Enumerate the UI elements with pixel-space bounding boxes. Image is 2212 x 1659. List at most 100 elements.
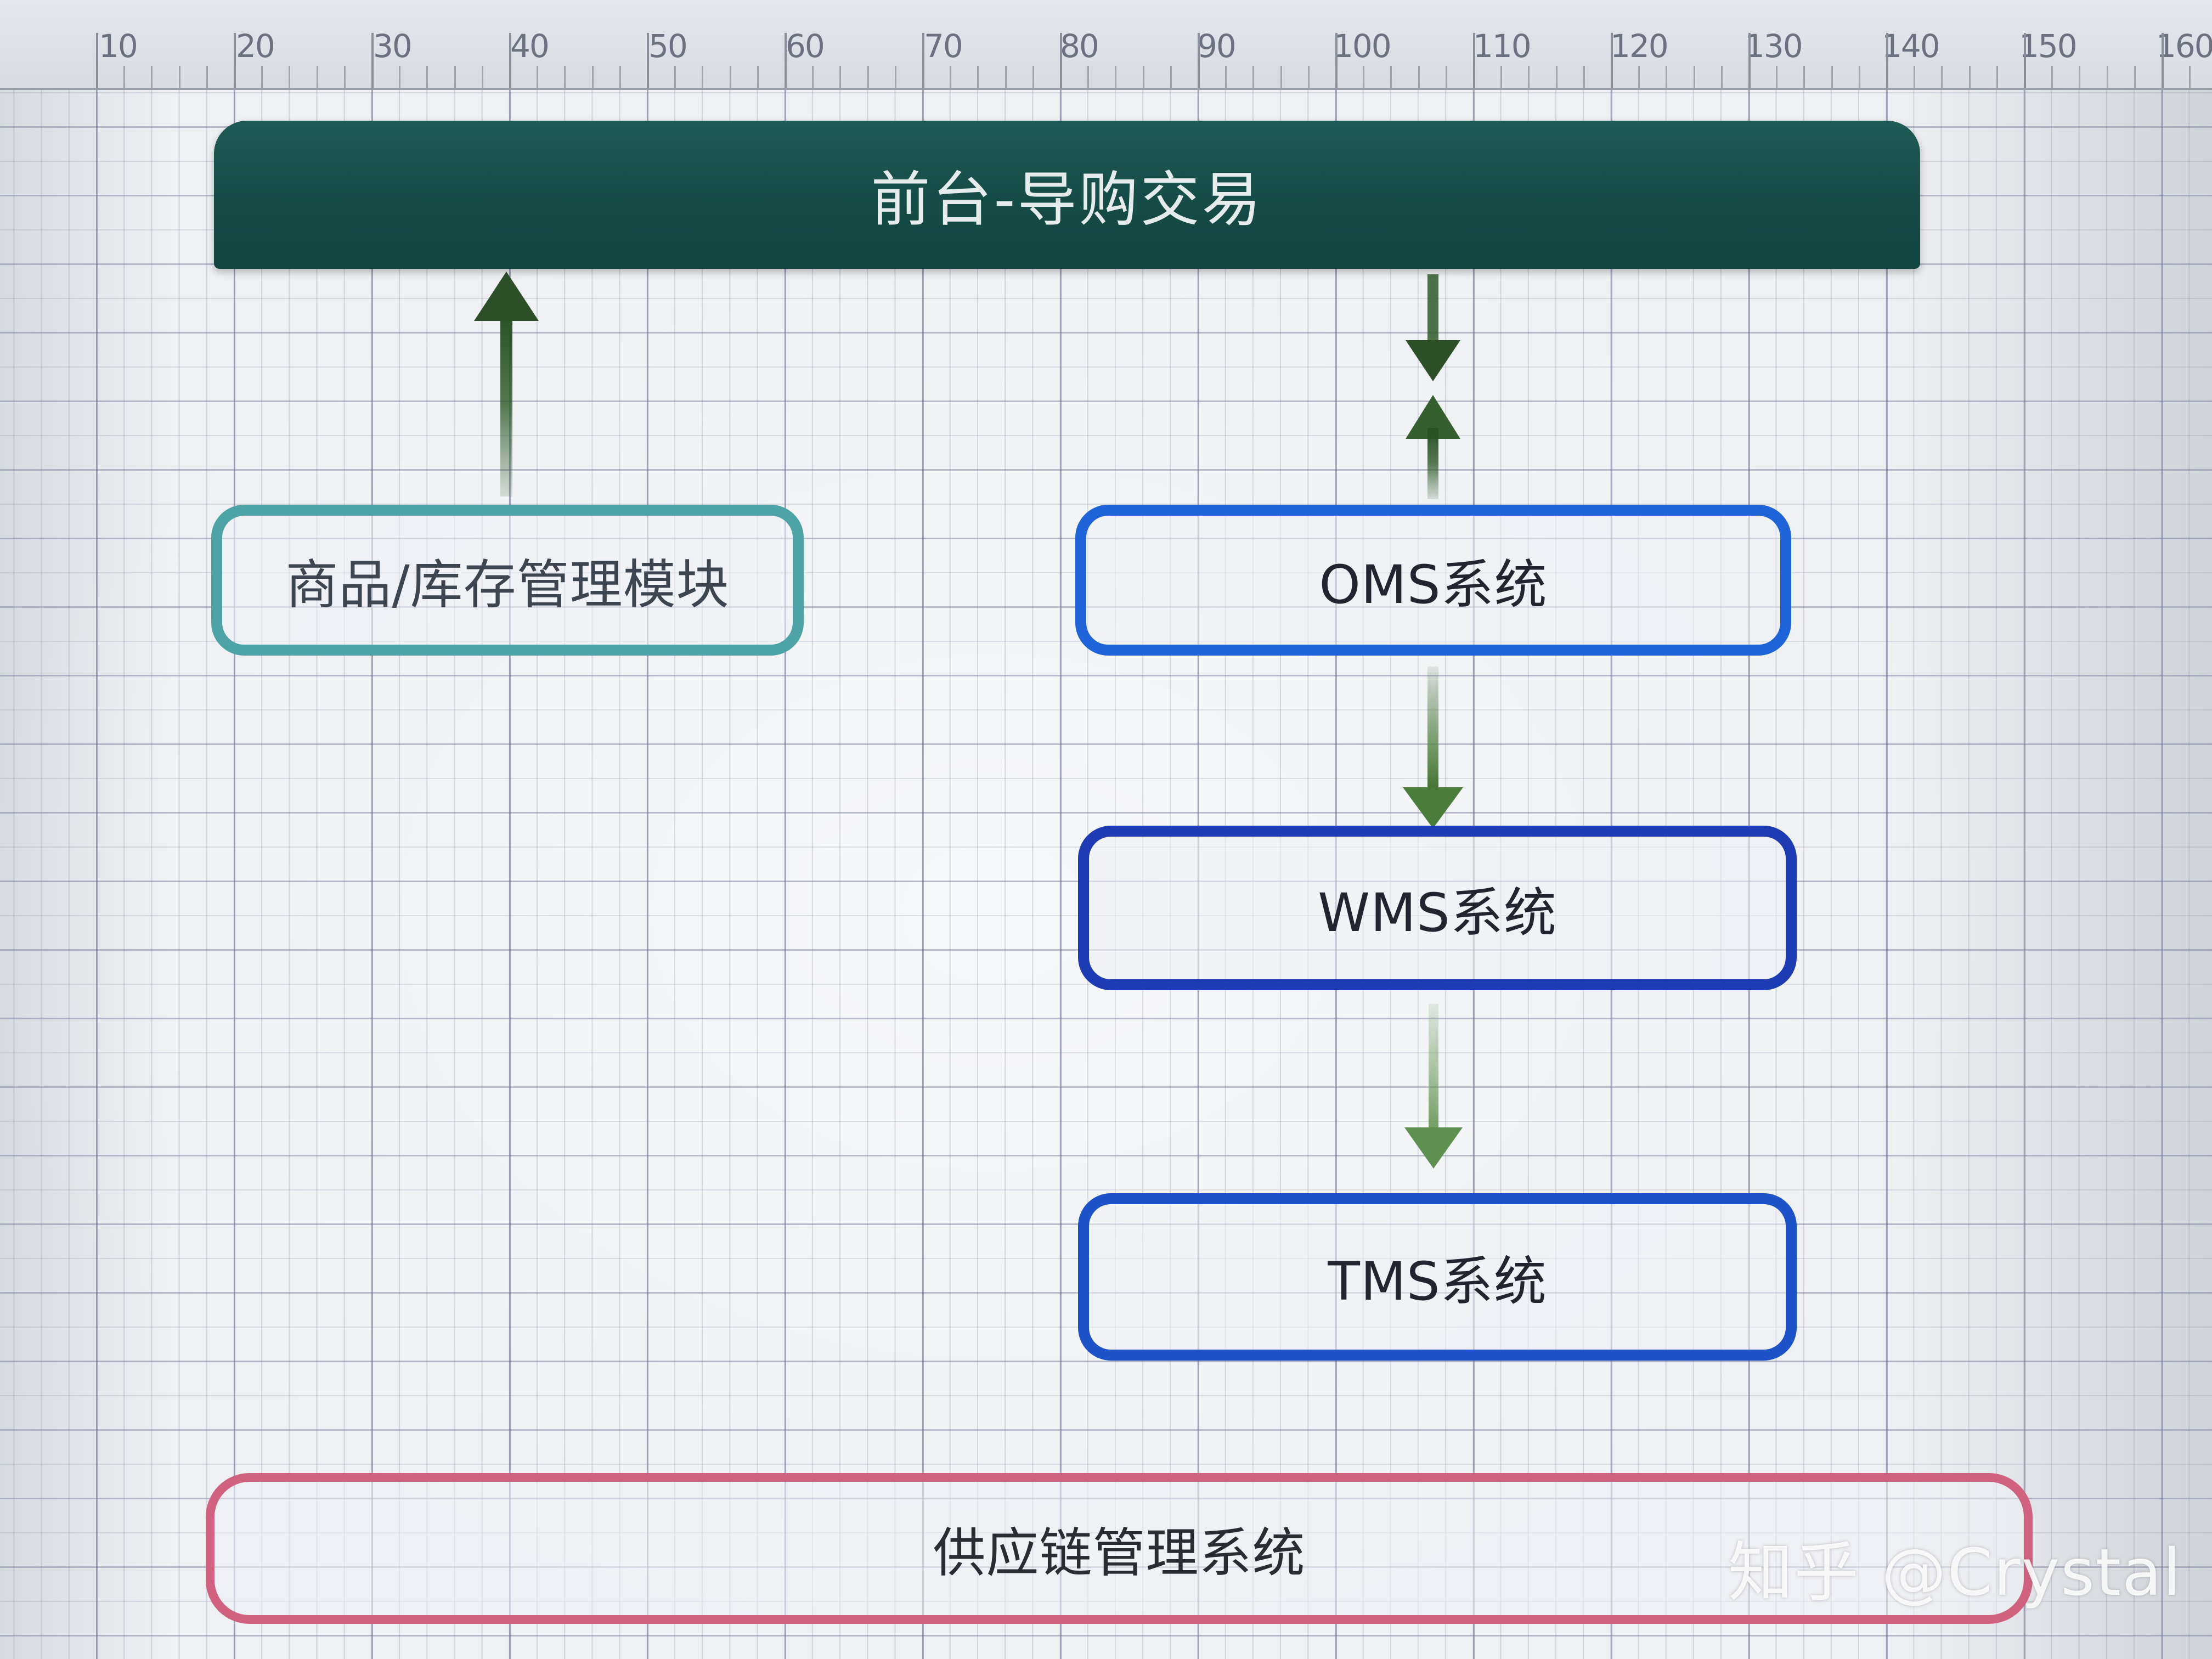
ruler-label-110: 110 <box>1473 27 1532 65</box>
wms-system-label: WMS系统 <box>1318 882 1557 944</box>
supply-chain-system-box[interactable]: 供应链管理系统 <box>206 1473 2033 1624</box>
ruler-label-70: 70 <box>924 27 963 65</box>
banner-title: 前台-导购交易 <box>871 166 1263 234</box>
ruler-tick <box>1803 66 1805 88</box>
ruler-label-100: 100 <box>1333 27 1392 65</box>
ruler-tick <box>1611 33 1613 88</box>
ruler-tick <box>399 66 401 88</box>
ruler-tick <box>1363 66 1365 88</box>
ruler-label-140: 140 <box>1882 27 1940 65</box>
wms-system-box[interactable]: WMS系统 <box>1078 826 1797 990</box>
horizontal-ruler: 10 20 30 40 50 60 70 80 90 100 110 120 1… <box>0 0 2212 90</box>
ruler-tick <box>1307 66 1310 88</box>
ruler-label-40: 40 <box>510 27 550 65</box>
ruler-tick <box>1252 66 1255 88</box>
ruler-tick <box>2134 66 2136 88</box>
ruler-tick <box>481 66 483 88</box>
ruler-tick <box>1418 66 1420 88</box>
ruler-tick <box>1666 66 1668 88</box>
ruler-tick <box>426 66 428 88</box>
ruler-tick <box>1335 33 1338 88</box>
ruler-tick <box>812 66 814 88</box>
ruler-tick <box>2051 66 2053 88</box>
ruler-tick <box>867 66 869 88</box>
oms-system-box[interactable]: OMS系统 <box>1075 505 1791 656</box>
ruler-tick <box>1005 66 1007 88</box>
zhihu-watermark: 知乎 @Crystal <box>1728 1534 2182 1610</box>
ruler-tick <box>2024 33 2026 88</box>
ruler-tick <box>261 66 263 88</box>
oms-system-label: OMS系统 <box>1319 554 1548 616</box>
ruler-label-160: 160 <box>2156 27 2212 65</box>
ruler-tick <box>206 66 208 88</box>
ruler-label-30: 30 <box>373 27 413 65</box>
ruler-tick <box>1390 66 1392 88</box>
ruler-tick <box>1115 66 1117 88</box>
ruler-tick <box>1170 66 1172 88</box>
ruler-label-10: 10 <box>99 27 138 65</box>
ruler-tick <box>371 33 374 88</box>
ruler-tick <box>1473 33 1475 88</box>
ruler-tick <box>1528 66 1530 88</box>
ruler-tick <box>1968 66 1971 88</box>
ruler-tick <box>674 66 676 88</box>
ruler-tick <box>757 66 759 88</box>
supply-chain-system-label: 供应链管理系统 <box>933 1522 1306 1584</box>
arrow-wms-to-tms <box>1404 1004 1463 1169</box>
ruler-tick <box>1748 33 1751 88</box>
ruler-tick <box>1500 66 1503 88</box>
ruler-tick <box>1087 66 1090 88</box>
ruler-tick <box>537 66 539 88</box>
ruler-tick <box>1996 66 1998 88</box>
tms-system-label: TMS系统 <box>1328 1251 1547 1312</box>
ruler-tick <box>151 66 153 88</box>
ruler-tick <box>1060 33 1062 88</box>
ruler-tick <box>950 66 952 88</box>
ruler-tick <box>316 66 318 88</box>
ruler-tick <box>1280 66 1282 88</box>
ruler-label-80: 80 <box>1060 27 1099 65</box>
ruler-tick <box>839 66 842 88</box>
ruler-tick <box>2162 33 2164 88</box>
ruler-tick <box>1638 66 1640 88</box>
ruler-tick <box>785 33 787 88</box>
ruler-tick <box>1886 33 1888 88</box>
ruler-tick <box>1831 66 1833 88</box>
ruler-tick <box>96 33 98 88</box>
ruler-tick <box>619 66 621 88</box>
ruler-tick <box>1555 66 1558 88</box>
ruler-tick <box>2106 66 2108 88</box>
goods-inventory-module-label: 商品/库存管理模块 <box>285 554 730 616</box>
ruler-label-60: 60 <box>786 27 825 65</box>
arrow-goods-to-banner <box>474 272 539 496</box>
goods-inventory-module-box[interactable]: 商品/库存管理模块 <box>211 505 804 656</box>
ruler-tick <box>922 33 924 88</box>
ruler-tick <box>1225 66 1227 88</box>
ruler-tick <box>2189 66 2191 88</box>
tms-system-box[interactable]: TMS系统 <box>1078 1193 1797 1361</box>
ruler-tick <box>647 33 649 88</box>
ruler-tick <box>1142 66 1144 88</box>
ruler-label-130: 130 <box>1745 27 1803 65</box>
ruler-tick <box>894 66 896 88</box>
ruler-tick <box>123 66 126 88</box>
ruler-tick <box>591 66 594 88</box>
ruler-tick <box>1941 66 1943 88</box>
ruler-tick <box>1858 66 1860 88</box>
ruler-tick <box>977 66 979 88</box>
ruler-label-20: 20 <box>236 27 275 65</box>
frontend-trade-banner[interactable]: 前台-导购交易 <box>214 121 1920 269</box>
arrow-oms-to-wms <box>1403 667 1463 828</box>
ruler-tick <box>509 33 511 88</box>
ruler-tick <box>1776 66 1778 88</box>
ruler-label-150: 150 <box>2019 27 2078 65</box>
ruler-tick <box>564 66 566 88</box>
ruler-tick <box>234 33 236 88</box>
ruler-tick <box>1198 33 1200 88</box>
ruler-tick <box>1693 66 1695 88</box>
ruler-tick <box>1445 66 1447 88</box>
ruler-tick <box>1914 66 1916 88</box>
ruler-label-90: 90 <box>1197 27 1237 65</box>
